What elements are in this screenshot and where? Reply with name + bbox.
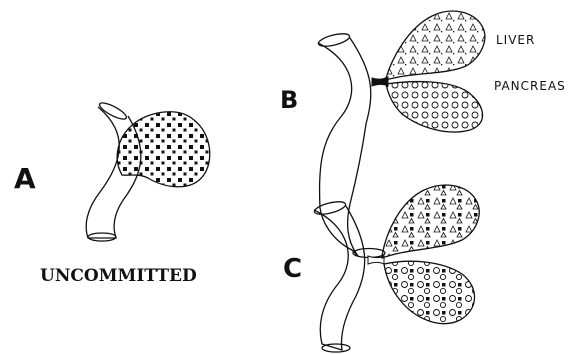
panel-b-letter: B — [280, 88, 298, 112]
panel-b-gut-tube — [317, 31, 385, 257]
liver-label: LIVER — [496, 34, 535, 46]
pancreas-label: PANCREAS — [494, 80, 566, 92]
mixed-bud-c-lower — [384, 261, 475, 323]
panel-a-letter: A — [14, 165, 36, 193]
mixed-bud-c-upper — [382, 185, 479, 258]
liver-bud-b — [386, 11, 485, 80]
uncommitted-bud — [117, 112, 210, 187]
panel-c-gut-tube — [313, 199, 364, 352]
pancreas-bud-b — [386, 82, 483, 132]
panel-c-letter: C — [283, 256, 302, 282]
uncommitted-caption: UNCOMMITTED — [40, 268, 197, 285]
